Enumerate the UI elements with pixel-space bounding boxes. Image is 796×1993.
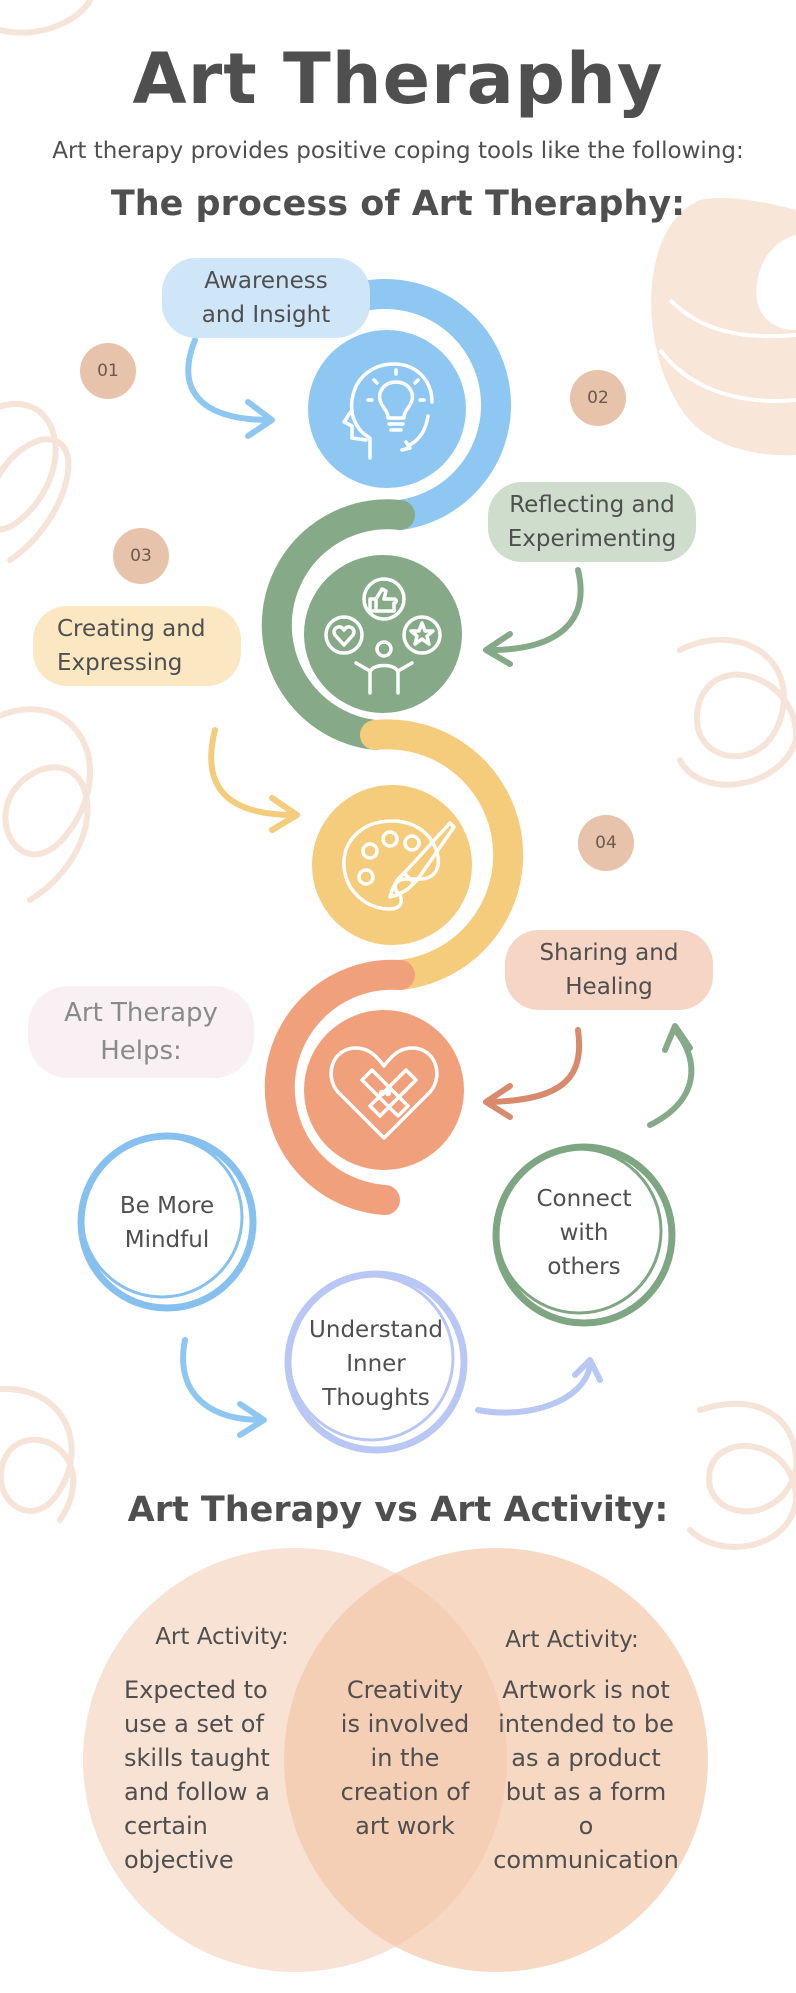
step-1-number: 01 — [80, 343, 136, 399]
step-4-icon-circle — [304, 1010, 464, 1170]
step-1-icon-circle — [308, 330, 466, 488]
venn-right-heading: Art Activity: — [505, 1627, 639, 1653]
venn-left-heading: Art Activity: — [155, 1624, 289, 1650]
process-arrows — [180, 337, 695, 1438]
process-heading: The process of Art Theraphy: — [110, 184, 686, 224]
venn-diagram — [83, 1548, 708, 1972]
shell-decor — [651, 198, 796, 456]
page-title: Art Theraphy — [132, 38, 664, 120]
head-lightbulb-icon — [342, 362, 434, 460]
step-2-icon-circle — [304, 555, 462, 713]
feedback-person-icon — [324, 577, 442, 695]
scribble-decor — [0, 0, 796, 1550]
step-3-icon-circle — [312, 785, 472, 945]
palette-brush-icon — [342, 819, 456, 911]
helps-rings — [77, 1132, 676, 1454]
bandaged-heart-icon — [329, 1046, 439, 1140]
process-path — [261, 279, 524, 1215]
step-4-number: 04 — [578, 815, 634, 871]
page-subtitle: Art therapy provides positive coping too… — [52, 138, 744, 164]
step-3-number: 03 — [113, 528, 169, 584]
step-2-number: 02 — [570, 370, 626, 426]
comparison-heading: Art Therapy vs Art Activity: — [127, 1490, 669, 1530]
